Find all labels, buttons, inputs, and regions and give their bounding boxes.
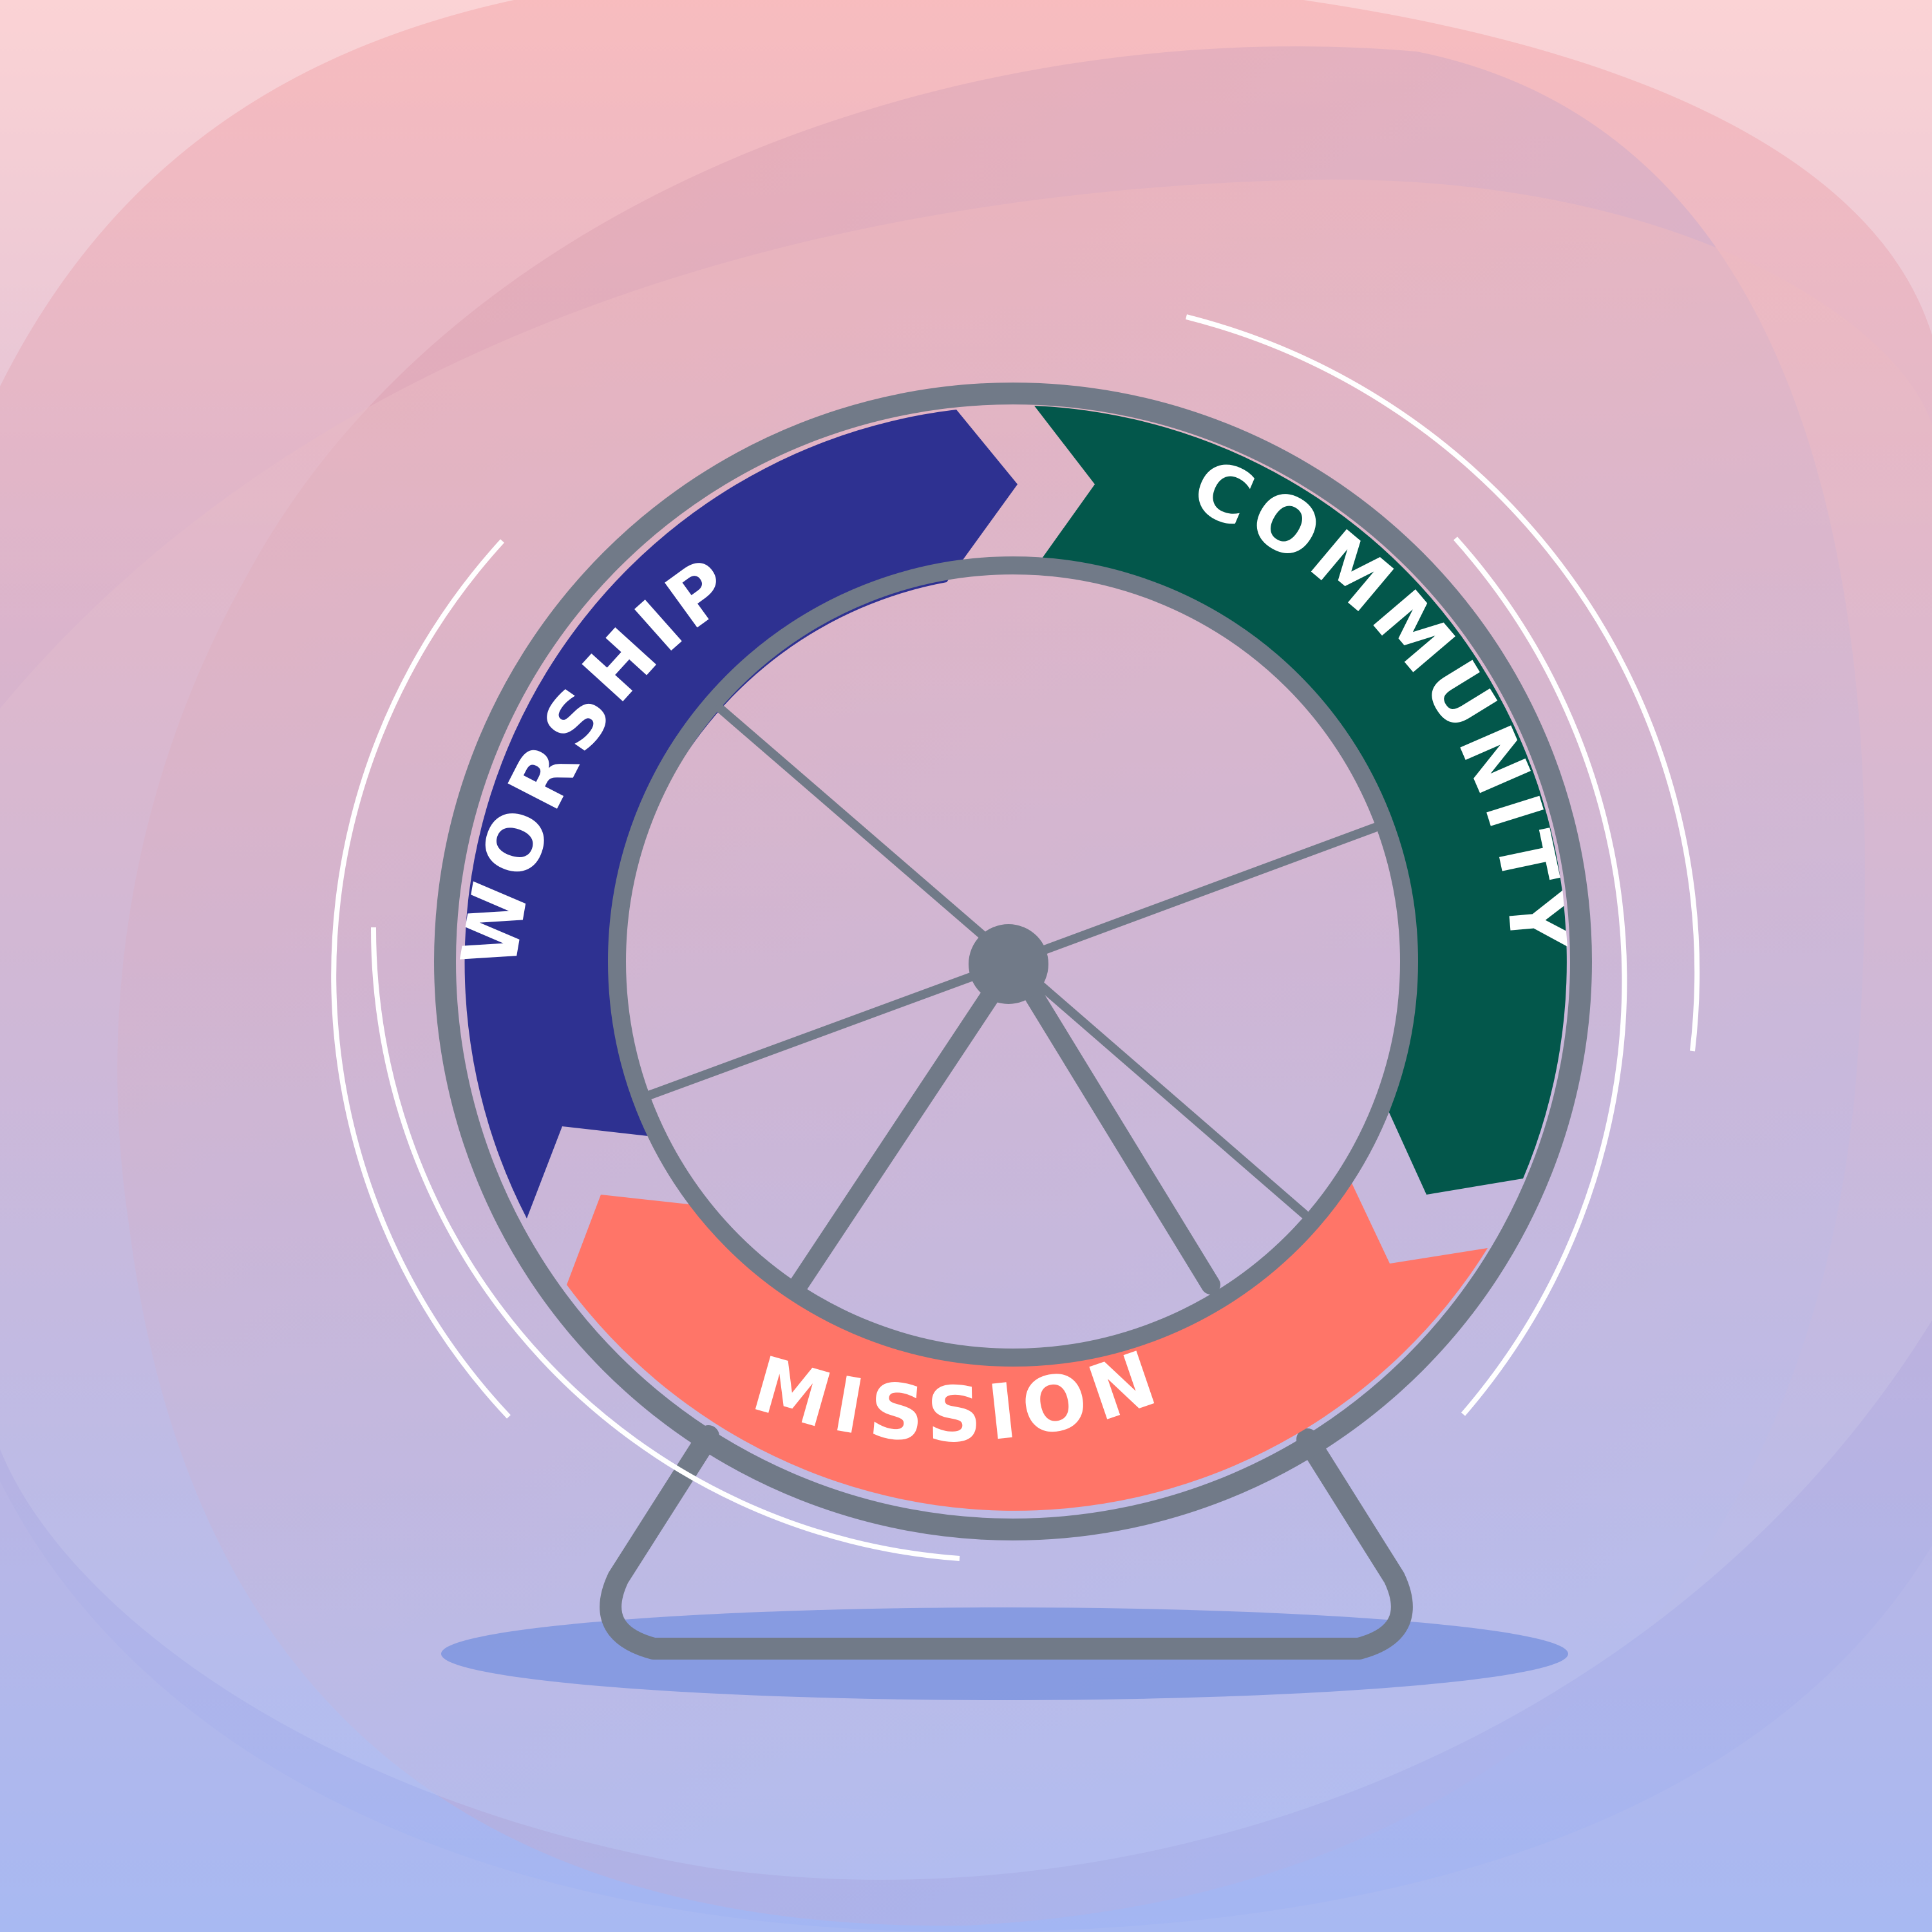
stand-icon (600, 1425, 1413, 1660)
community-ribbon (1034, 406, 1567, 1195)
worship-ribbon (464, 410, 1018, 1218)
wheel-outer-rim (434, 383, 1592, 1540)
mission-ribbon (567, 1182, 1488, 1511)
wheel-icon (608, 556, 1418, 1367)
motion-lines-icon (331, 314, 1700, 1561)
